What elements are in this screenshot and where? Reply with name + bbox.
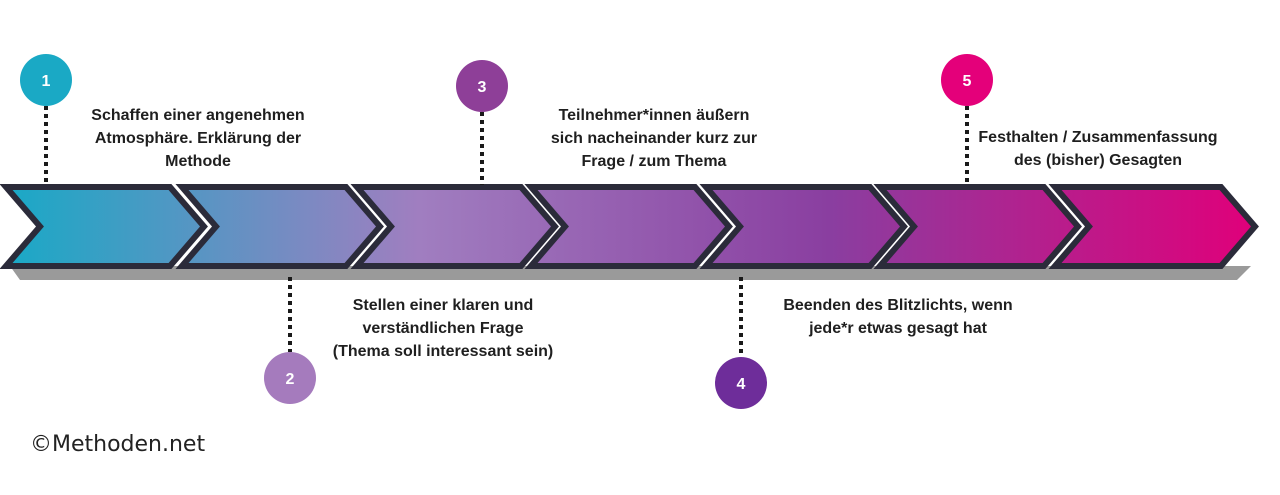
shadow-band [10, 266, 1251, 280]
step-1-text: Schaffen einer angenehmen Atmosphäre. Er… [48, 104, 348, 173]
step-2-line-1: Stellen einer klaren und [352, 297, 534, 314]
chevron-segment-3 [350, 184, 559, 269]
step-marker-1: 1 [20, 54, 72, 106]
step-4-line-2: jede*r etwas gesagt hat [809, 320, 987, 337]
step-4-text: Beenden des Blitzlichts, wenn jede*r etw… [748, 294, 1048, 340]
step-5-line-2: des (bisher) Gesagten [1013, 152, 1183, 169]
chevron-segment-5 [699, 184, 908, 269]
step-3-line-1: Teilnehmer*innen äußern [558, 107, 750, 124]
step-2-text: Stellen einer klaren und verständlichen … [293, 294, 593, 363]
step-markers: 1 2 3 4 5 [20, 54, 993, 409]
step-marker-5: 5 [941, 54, 993, 106]
step-circle-4 [715, 357, 767, 409]
chevron-segment-7 [1048, 184, 1259, 269]
step-marker-4: 4 [715, 357, 767, 409]
chevron-segment-2 [175, 184, 384, 269]
step-circle-2 [264, 352, 316, 404]
arrow-shadow [10, 266, 1251, 280]
step-1-line-2: Atmosphäre. Erklärung der [94, 130, 302, 147]
step-4-line-1: Beenden des Blitzlichts, wenn [783, 297, 1013, 314]
step-circle-5 [941, 54, 993, 106]
step-marker-2: 2 [264, 352, 316, 404]
chevron-segment-4 [524, 184, 733, 269]
step-3-line-2: sich nacheinander kurz zur [550, 130, 758, 147]
chevron-arrow-band [0, 184, 1259, 269]
step-2-line-2: verständlichen Frage [362, 320, 524, 337]
step-number-2: 2 [286, 371, 295, 388]
chevron-segment-6 [873, 184, 1082, 269]
step-number-5: 5 [963, 73, 972, 90]
chevron-segment-1 [0, 184, 208, 269]
step-number-1: 1 [42, 73, 51, 90]
step-number-4: 4 [737, 376, 746, 393]
step-number-3: 3 [478, 79, 487, 96]
step-circle-3 [456, 60, 508, 112]
copyright-notice: ©Methoden.net [30, 432, 206, 457]
step-circle-1 [20, 54, 72, 106]
step-3-line-3: Frage / zum Thema [581, 153, 727, 170]
step-1-line-1: Schaffen einer angenehmen [91, 107, 305, 124]
step-5-line-1: Festhalten / Zusammenfassung [978, 129, 1218, 146]
step-1-line-3: Methode [165, 153, 231, 170]
connector-lines [44, 106, 969, 357]
step-3-text: Teilnehmer*innen äußern sich nacheinande… [504, 104, 804, 173]
step-marker-3: 3 [456, 60, 508, 112]
step-5-text: Festhalten / Zusammenfassung des (bisher… [948, 126, 1248, 172]
step-2-line-3: (Thema soll interessant sein) [332, 343, 554, 360]
